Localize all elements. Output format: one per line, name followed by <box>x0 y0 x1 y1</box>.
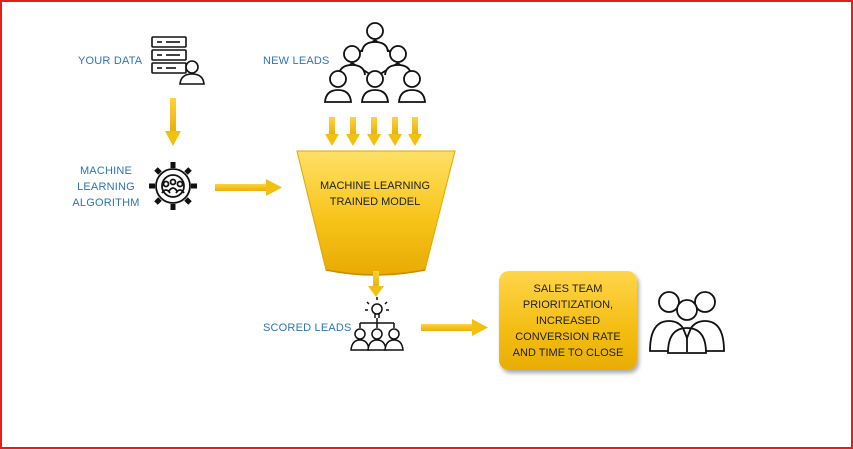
new-leads-label: NEW LEADS <box>263 55 330 67</box>
arrows-leads-into-funnel <box>325 117 422 146</box>
ml-algorithm-label: MACHINE LEARNING ALGORITHM <box>72 165 140 209</box>
arrow-scored-to-sales <box>421 319 488 336</box>
lead-arrow <box>408 117 422 146</box>
lead-arrow <box>388 117 402 146</box>
idea-team-icon <box>350 297 404 351</box>
lead-arrow <box>346 117 360 146</box>
sales-outcome-text: SALES TEAM PRIORITIZATION, INCREASED CON… <box>512 282 624 359</box>
data-server-user-icon <box>151 36 205 85</box>
arrow-data-to-algorithm <box>165 98 181 146</box>
funnel-label: MACHINE LEARNING TRAINED MODEL <box>319 180 431 208</box>
business-team-icon <box>649 291 725 354</box>
lead-arrow <box>367 117 381 146</box>
network-people-icon <box>324 22 426 103</box>
your-data-label: YOUR DATA <box>78 55 143 67</box>
lead-arrow <box>325 117 339 146</box>
scored-leads-label: SCORED LEADS <box>263 322 352 334</box>
gear-people-icon <box>149 162 197 210</box>
funnel-shape <box>296 150 456 276</box>
arrow-algorithm-to-funnel <box>215 179 282 196</box>
arrow-funnel-to-scored <box>368 271 384 297</box>
sales-outcome-box: SALES TEAM PRIORITIZATION, INCREASED CON… <box>499 271 637 370</box>
